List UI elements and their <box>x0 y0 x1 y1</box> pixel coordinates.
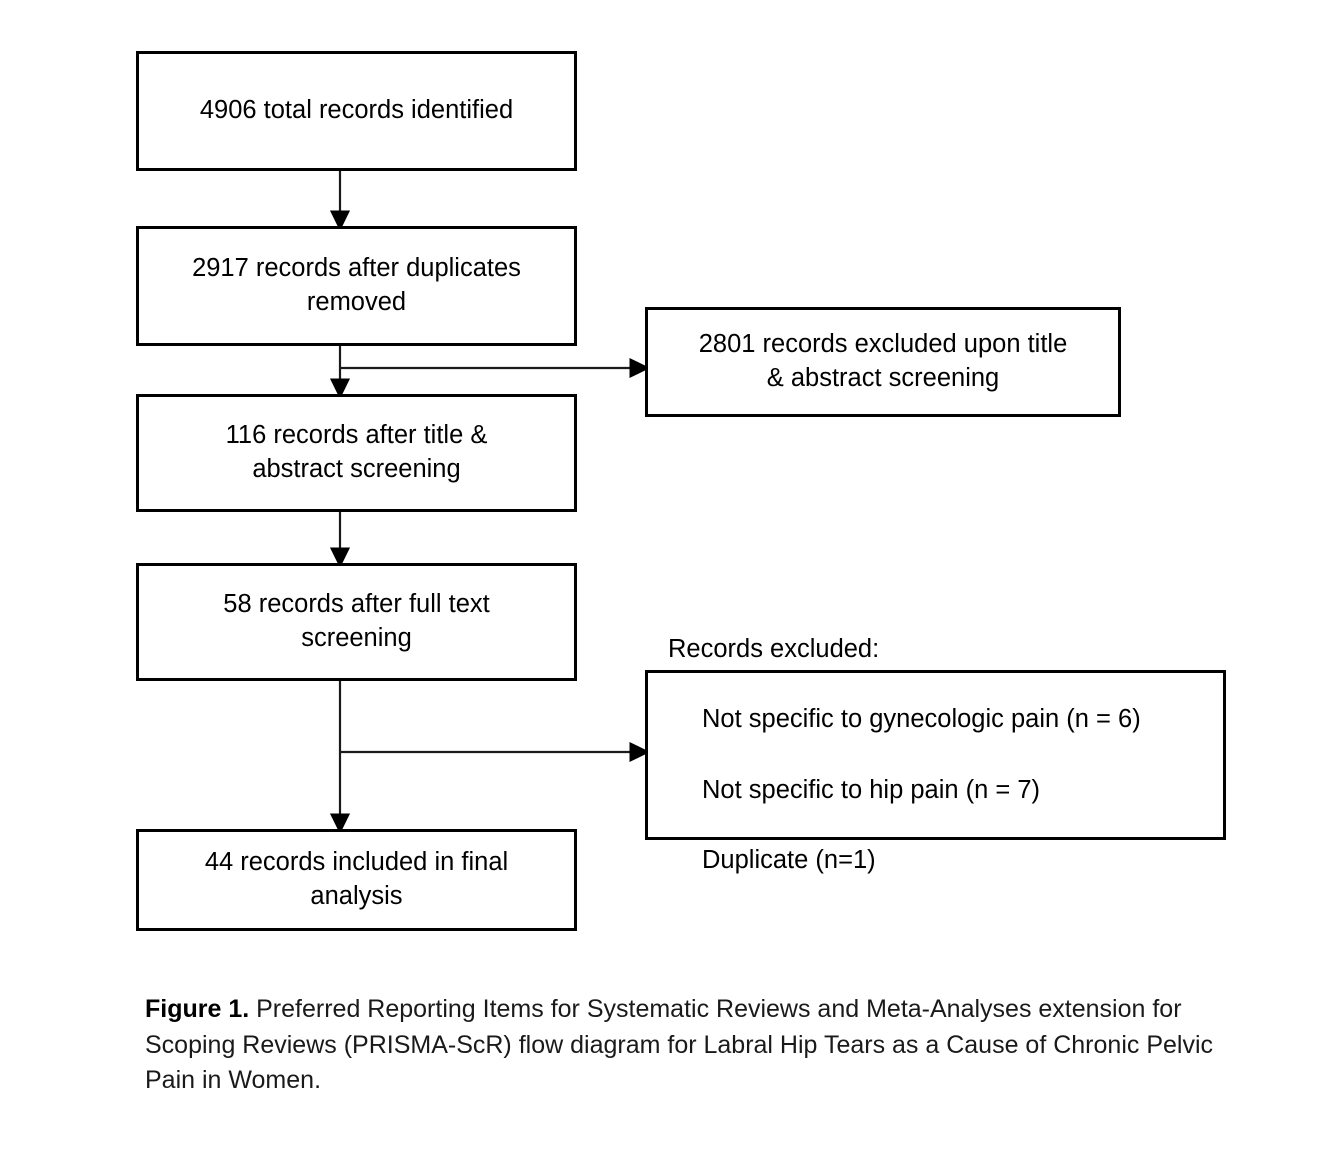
excluded-list-item: Not specific to gynecologic pain (n = 6) <box>702 705 1141 734</box>
flow-box-excluded-fulltext-content: Records excluded: Not specific to gyneco… <box>648 597 1141 914</box>
figure-caption: Figure 1. Preferred Reporting Items for … <box>145 992 1230 1099</box>
flow-box-included-final-label: 44 records included in final analysis <box>204 848 509 910</box>
flow-box-after-fulltext: 58 records after full text screening <box>136 563 577 681</box>
flow-box-records-identified: 4906 total records identified <box>136 51 577 171</box>
flow-box-after-title-abstract: 116 records after title & abstract scree… <box>136 394 577 512</box>
figure-caption-label: Figure 1. <box>145 995 250 1023</box>
flow-diagram: 4906 total records identified 2917 recor… <box>136 51 1226 931</box>
excluded-list-item: Not specific to hip pain (n = 7) <box>702 775 1041 804</box>
flow-box-after-title-abstract-label: 116 records after title & abstract scree… <box>225 421 488 483</box>
flow-box-duplicates-removed: 2917 records after duplicates removed <box>136 226 577 346</box>
flow-box-excluded-fulltext: Records excluded: Not specific to gyneco… <box>645 635 1226 874</box>
excluded-list-heading: Records excluded: <box>668 634 880 663</box>
flow-box-excluded-title-abstract: 2801 records excluded upon title & abstr… <box>645 307 1121 417</box>
flow-box-excluded-title-abstract-label: 2801 records excluded upon title & abstr… <box>698 330 1068 392</box>
flow-box-included-final: 44 records included in final analysis <box>136 829 577 931</box>
excluded-list-item: Duplicate (n=1) <box>702 845 876 874</box>
flow-box-records-identified-label: 4906 total records identified <box>199 96 514 125</box>
flow-box-after-fulltext-label: 58 records after full text screening <box>223 590 490 652</box>
figure-caption-text: Preferred Reporting Items for Systematic… <box>145 995 1214 1094</box>
flow-box-duplicates-removed-label: 2917 records after duplicates removed <box>192 254 521 316</box>
